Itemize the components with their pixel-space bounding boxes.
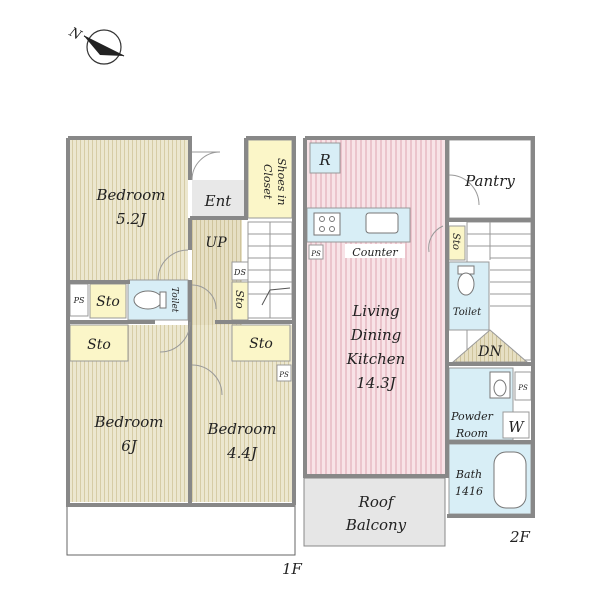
compass: N <box>66 24 125 65</box>
powder-room-line2: Room <box>455 427 488 440</box>
bath-line2: 1416 <box>455 485 483 498</box>
washer-label: W <box>508 418 525 436</box>
storage-hall-label: Sto <box>233 290 246 309</box>
ps-2f-top-label: PS <box>310 250 321 258</box>
ldk-floor <box>307 140 445 475</box>
walls-2f <box>303 136 535 518</box>
entrance-floor <box>192 180 248 218</box>
doors-1f <box>157 151 223 396</box>
washer-box <box>502 411 530 439</box>
roof-balcony-floor <box>303 477 446 547</box>
walls-1f <box>66 136 296 507</box>
ps-box-1f-right <box>276 364 292 382</box>
ps-1f-left-label: PS <box>73 296 85 305</box>
floor-2f-label: 2F <box>509 528 531 546</box>
bedroom-left-size: 6J <box>121 437 138 455</box>
pantry-label: Pantry <box>464 172 515 190</box>
ldk-line4: 14.3J <box>356 374 396 392</box>
toilet-1f-label: Toilet <box>169 287 179 313</box>
stove-icon <box>313 212 341 236</box>
bedroom-right-size: 4.4J <box>226 444 258 462</box>
floor-1f: Bedroom 5.2J Bedroom 6J Bedroom 4.4J Ent… <box>66 136 303 578</box>
wash-basin-icon <box>489 371 511 399</box>
stairs-up-label: UP <box>205 235 227 251</box>
counter-label-bg <box>345 244 405 258</box>
bedroom-left-name: Bedroom <box>94 413 164 431</box>
refrigerator-box <box>309 142 341 174</box>
compass-needle-dark <box>84 36 124 56</box>
pantry-room <box>448 139 532 219</box>
ps-1f-right-label: PS <box>278 371 289 379</box>
ldk-door <box>428 225 444 253</box>
ps-2f-right-label: PS <box>517 384 528 392</box>
ldk-line3: Kitchen <box>346 350 406 368</box>
ldk-line1: Living <box>351 302 399 320</box>
pantry-door <box>448 174 480 206</box>
bedroom-top-size: 5.2J <box>116 210 147 228</box>
entrance-label: Ent <box>204 192 233 210</box>
bedroom-right-name: Bedroom <box>207 420 277 438</box>
storage-top-left-label: Sto <box>96 294 120 310</box>
bathtub-icon <box>493 451 527 509</box>
shoes-closet-line1: Shoes in <box>275 158 288 206</box>
floor-2f: R Counter PS Living Dining Kitchen 14.3J… <box>303 136 535 547</box>
compass-north-label: N <box>66 24 85 43</box>
roof-balcony-line2: Balcony <box>345 516 407 534</box>
storage-2f-label: Sto <box>450 233 461 250</box>
ps-box-2f-top <box>308 244 324 260</box>
storage-right-bedroom <box>231 324 291 362</box>
ldk-line2: Dining <box>350 326 402 344</box>
floor-1f-label: 1F <box>282 560 303 578</box>
toilet-2f-label: Toilet <box>453 307 482 318</box>
counter-label: Counter <box>352 246 398 259</box>
ds-box <box>231 261 249 281</box>
storage-right-bedroom-label: Sto <box>249 336 273 352</box>
storage-left-bedroom-label: Sto <box>87 337 111 353</box>
stairs-down-label: DN <box>477 344 502 360</box>
sink-icon <box>365 212 399 234</box>
roof-balcony-line1: Roof <box>358 493 396 511</box>
powder-room-line1: Powder <box>450 410 494 423</box>
toilet-2f-icon <box>457 265 475 296</box>
refrigerator-label: R <box>318 151 330 169</box>
storage-top-left <box>89 283 127 319</box>
bedroom-top-floor <box>70 140 188 280</box>
shoes-closet-line2: Closet <box>261 164 274 200</box>
bath-line1: Bath <box>455 468 482 481</box>
bedroom-top-name: Bedroom <box>96 186 166 204</box>
stairs-1f <box>247 221 293 319</box>
toilet-icon <box>133 290 167 310</box>
ds-label: DS <box>233 268 246 277</box>
garden-area <box>66 504 296 556</box>
